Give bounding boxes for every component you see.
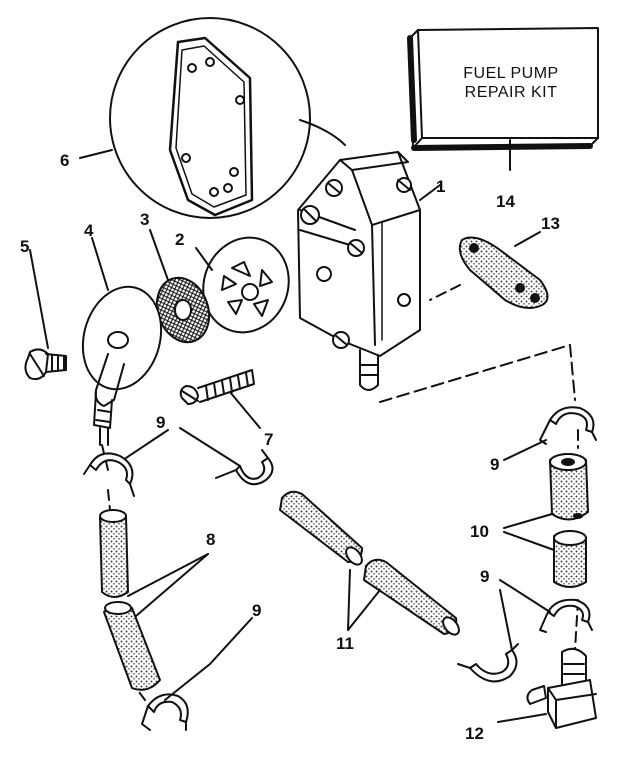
gasket-detail-circle <box>109 17 311 219</box>
screw-7 <box>179 369 255 405</box>
callout-9-bottom: 9 <box>252 601 261 620</box>
leader-9c <box>503 439 547 461</box>
diaphragm <box>81 285 163 446</box>
callout-4: 4 <box>84 221 94 240</box>
hose-clamp-right-upper <box>539 406 597 445</box>
leader-9e <box>499 589 513 651</box>
callout-2: 2 <box>175 230 184 249</box>
dash-13 <box>429 284 461 301</box>
short-hose-lower <box>103 601 161 691</box>
screw-5 <box>24 348 67 381</box>
check-valve-gasket <box>458 236 549 309</box>
leader-8a <box>127 553 209 597</box>
dash-outlet <box>379 344 576 403</box>
leader-4 <box>91 237 109 291</box>
leader-13 <box>514 231 541 247</box>
leader-9f <box>164 617 253 701</box>
callout-10: 10 <box>470 522 489 541</box>
hose-clamp-middle <box>215 449 274 486</box>
leader-9d <box>499 579 551 613</box>
filter-element-lower <box>553 530 587 588</box>
callout-7: 7 <box>264 430 273 449</box>
callout-14: 14 <box>496 192 515 211</box>
callout-9-left: 9 <box>156 413 165 432</box>
hose-clamp-left-upper <box>83 452 135 497</box>
leader-9a <box>125 429 169 459</box>
short-hose-upper <box>99 509 129 598</box>
callout-12: 12 <box>465 724 484 743</box>
filter-element-upper <box>549 453 589 521</box>
leader-3 <box>149 229 169 281</box>
leader-1 <box>419 184 441 201</box>
kit-label-line2: REPAIR KIT <box>465 84 558 101</box>
fuel-pump-body <box>297 151 421 391</box>
callout-6: 6 <box>60 151 69 170</box>
hose-clamp-bottom-right <box>457 643 519 683</box>
hose-clamp-right-lower <box>539 598 593 633</box>
leader-12 <box>497 713 547 723</box>
hose-clamp-bottom-left <box>141 693 189 731</box>
leader-7 <box>229 391 261 429</box>
callout-5: 5 <box>20 237 29 256</box>
repair-kit-box <box>407 27 599 151</box>
callout-9-right-upper: 9 <box>490 455 499 474</box>
leader-11b <box>347 589 381 631</box>
leader-9b <box>179 427 241 467</box>
leader-5 <box>29 249 49 349</box>
callout-13: 13 <box>541 214 560 233</box>
inlet-fitting <box>526 647 597 729</box>
leader-detail <box>299 119 346 146</box>
callout-3: 3 <box>140 210 149 229</box>
leader-2 <box>195 247 213 271</box>
leader-10b <box>503 531 555 551</box>
callout-1: 1 <box>436 177 445 196</box>
leader-8b <box>135 553 209 617</box>
valve-plate <box>202 236 290 334</box>
kit-label-line1: FUEL PUMP <box>463 65 558 82</box>
callout-9-right-lower: 9 <box>480 567 489 586</box>
fuel-screen <box>155 276 211 344</box>
dash-left-hose <box>101 444 111 511</box>
leader-6 <box>79 149 113 159</box>
callout-11: 11 <box>336 634 354 653</box>
callout-8: 8 <box>206 530 215 549</box>
long-hose-lower <box>363 558 460 636</box>
leader-11a <box>347 569 351 631</box>
leader-10a <box>503 513 553 529</box>
long-hose-upper <box>279 490 363 566</box>
